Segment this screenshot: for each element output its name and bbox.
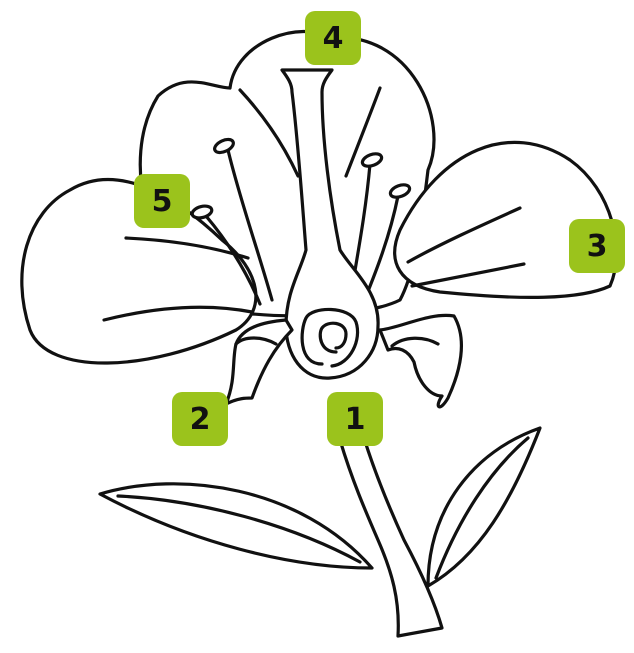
right-sepal [380,315,461,407]
label-badge-2: 2 [172,392,228,446]
label-badge-1: 1 [327,392,383,446]
right-leaf [428,428,540,586]
stem [340,438,442,636]
label-badge-5: 5 [134,174,190,228]
label-badge-3: 3 [569,219,625,273]
label-badge-4: 4 [305,11,361,65]
left-sepal [226,320,292,404]
